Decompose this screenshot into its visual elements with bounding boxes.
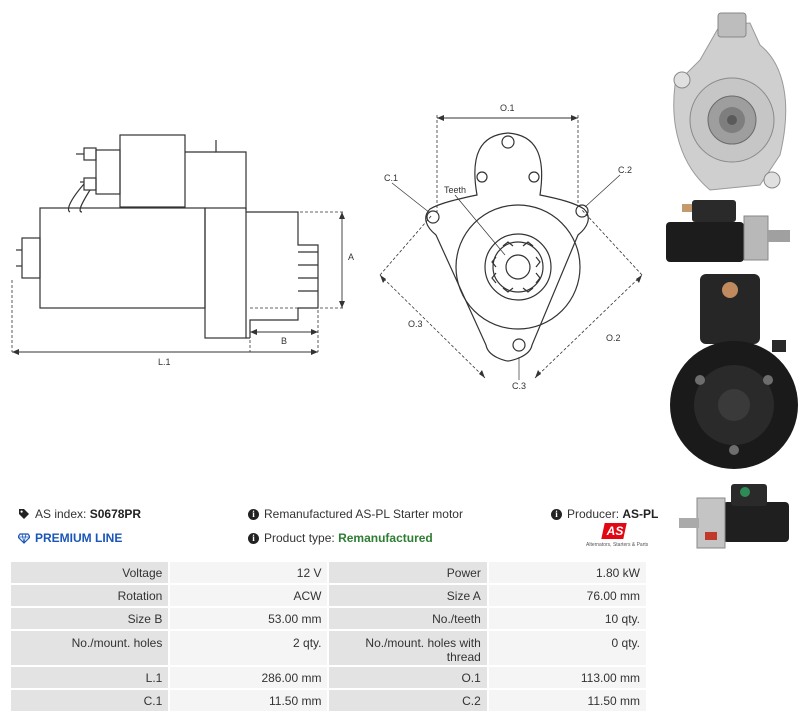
dim-o3-label: O.3 (408, 319, 423, 329)
as-pl-logo: AS Alternators, Starters & Parts (586, 523, 648, 553)
spec-value: ACW (170, 585, 328, 606)
spec-label: L.1 (11, 667, 169, 688)
info-icon: i (551, 508, 562, 520)
description: i Remanufactured AS-PL Starter motor (248, 507, 463, 521)
spec-label: C.2 (329, 690, 487, 711)
product-type-label: Product type: (264, 531, 335, 545)
spec-value: 76.00 mm (488, 585, 646, 606)
producer-label: Producer: (567, 507, 620, 521)
spec-value: 11.50 mm (170, 690, 328, 711)
spec-label: No./mount. holes with thread (329, 631, 487, 665)
spec-label: No./teeth (329, 608, 487, 629)
producer-value: AS-PL (622, 507, 659, 521)
front-view-drawing: O.1 C.1 C.2 Teeth O.3 O.2 C.3 (379, 103, 643, 391)
info-icon: i (248, 508, 259, 520)
spec-value: 11.50 mm (488, 690, 646, 711)
info-icon: i (248, 532, 259, 544)
premium-line-label: PREMIUM LINE (35, 531, 123, 545)
as-index-label: AS index: (35, 507, 87, 521)
dim-o2-label: O.2 (606, 333, 621, 343)
spec-label: No./mount. holes (11, 631, 169, 665)
teeth-label: Teeth (444, 185, 466, 195)
spec-value: 286.00 mm (170, 667, 328, 688)
product-photo-rear[interactable] (660, 270, 798, 480)
diamond-icon (18, 533, 30, 544)
product-type-value: Remanufactured (338, 531, 433, 545)
logo-mark: AS (606, 524, 624, 538)
dim-l1-label: L.1 (158, 357, 171, 367)
spec-value: 0 qty. (488, 631, 646, 665)
spec-label: O.1 (329, 667, 487, 688)
dim-c2-label: C.2 (618, 165, 632, 175)
side-view-drawing: A B L.1 (11, 134, 354, 367)
spec-label: Size B (11, 608, 169, 629)
spec-value: 113.00 mm (488, 667, 646, 688)
as-index: AS index: S0678PR (18, 507, 141, 521)
dim-c1-label: C.1 (384, 173, 398, 183)
dim-a-label: A (348, 252, 354, 262)
spec-value: 12 V (170, 562, 328, 583)
as-index-value: S0678PR (89, 507, 142, 521)
spec-label: Rotation (11, 585, 169, 606)
tag-icon (19, 509, 29, 519)
logo-tagline: Alternators, Starters & Parts (586, 542, 649, 548)
spec-label: C.1 (11, 690, 169, 711)
product-photo-side[interactable] (660, 196, 798, 268)
spec-label: Size A (329, 585, 487, 606)
product-photo-front[interactable] (660, 5, 798, 197)
description-text: Remanufactured AS-PL Starter motor (264, 507, 463, 521)
spec-value: 1.80 kW (488, 562, 646, 583)
producer: i Producer: AS-PL (551, 507, 658, 521)
premium-line: PREMIUM LINE (18, 531, 122, 545)
spec-value: 53.00 mm (170, 608, 328, 629)
spec-value: 2 qty. (170, 631, 328, 665)
spec-label: Power (329, 562, 487, 583)
product-type: i Product type: Remanufactured (248, 531, 433, 545)
spec-value: 10 qty. (488, 608, 646, 629)
dim-b-label: B (281, 336, 287, 346)
dim-c3-label: C.3 (512, 381, 526, 391)
dim-o1-label: O.1 (500, 103, 515, 113)
spec-label: Voltage (11, 562, 169, 583)
product-photo-iso[interactable] (675, 480, 795, 560)
